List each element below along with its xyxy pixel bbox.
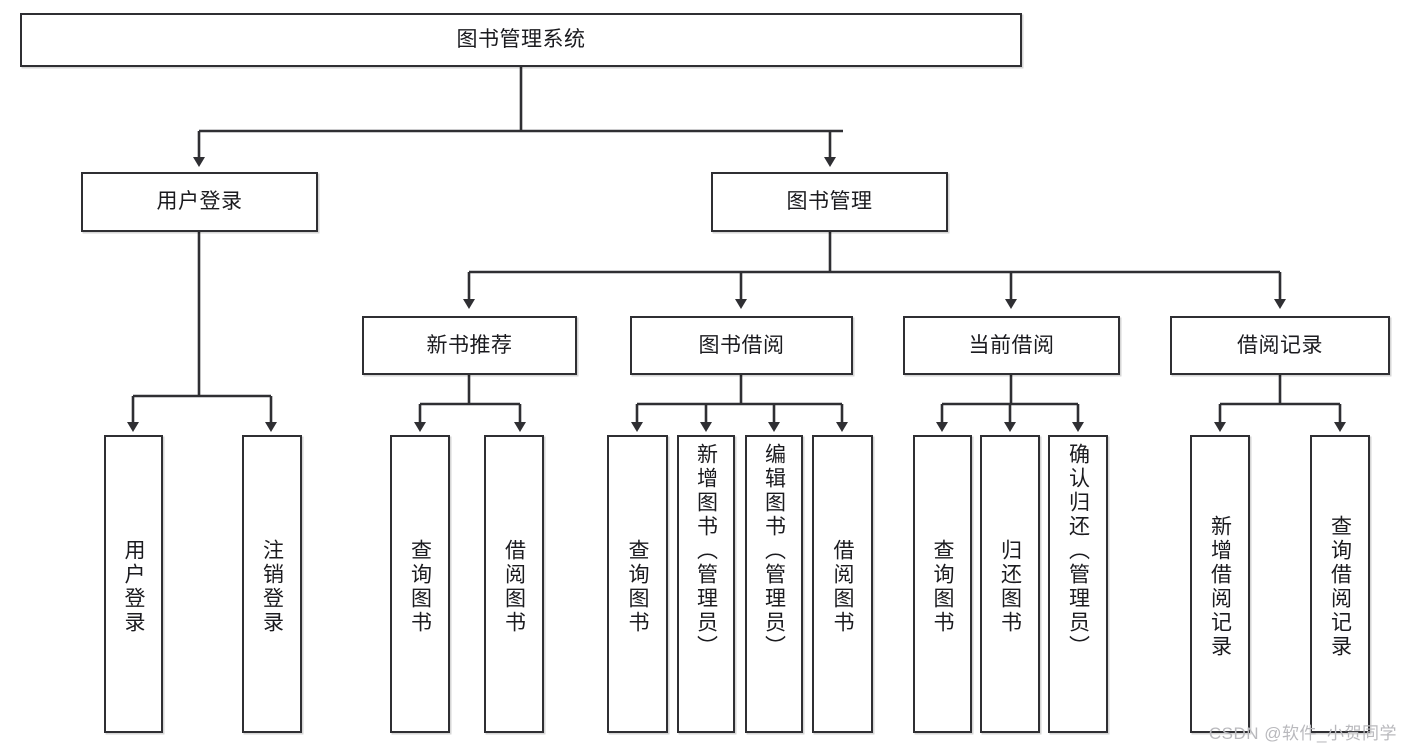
- csdn-watermark: CSDN @软件_小贺同学: [1208, 724, 1397, 743]
- node-label: 新增图书（管理员）: [694, 443, 718, 659]
- node-label: 当前借阅: [968, 333, 1055, 357]
- node-label: 借阅图书: [502, 539, 526, 635]
- node-book-management[interactable]: 图书管理: [711, 172, 948, 232]
- leaf-book-borrow-edit-book-admin[interactable]: 编辑图书（管理员）: [745, 435, 803, 733]
- node-label: 借阅记录: [1237, 333, 1323, 357]
- node-label: 用户登录: [122, 539, 145, 635]
- leaf-new-book-query-book[interactable]: 查询图书: [390, 435, 450, 733]
- leaf-current-borrow-query-book[interactable]: 查询图书: [913, 435, 972, 733]
- node-label: 用户登录: [156, 190, 243, 214]
- leaf-user-login-login[interactable]: 用户登录: [104, 435, 163, 733]
- node-label: 查询图书: [626, 539, 649, 635]
- leaf-book-borrow-add-book-admin[interactable]: 新增图书（管理员）: [677, 435, 735, 733]
- leaf-current-borrow-confirm-return-admin[interactable]: 确认归还（管理员）: [1048, 435, 1108, 733]
- node-label: 查询图书: [931, 539, 954, 635]
- leaf-user-login-logout[interactable]: 注销登录: [242, 435, 302, 733]
- leaf-book-borrow-borrow-book[interactable]: 借阅图书: [812, 435, 873, 733]
- node-label: 新增借阅记录: [1208, 515, 1232, 659]
- leaf-new-book-borrow-book[interactable]: 借阅图书: [484, 435, 544, 733]
- node-label: 归还图书: [998, 539, 1022, 635]
- node-current-borrow[interactable]: 当前借阅: [903, 316, 1120, 375]
- node-new-book-recommend[interactable]: 新书推荐: [362, 316, 577, 375]
- node-label: 确认归还（管理员）: [1066, 443, 1090, 659]
- leaf-borrow-record-add-record[interactable]: 新增借阅记录: [1190, 435, 1250, 733]
- node-label: 查询借阅记录: [1328, 515, 1352, 659]
- leaf-borrow-record-query-record[interactable]: 查询借阅记录: [1310, 435, 1370, 733]
- node-root-book-management-system[interactable]: 图书管理系统: [20, 13, 1022, 67]
- node-label: 查询图书: [408, 539, 432, 635]
- node-user-login[interactable]: 用户登录: [81, 172, 318, 232]
- leaf-book-borrow-query-book[interactable]: 查询图书: [607, 435, 668, 733]
- node-label: 借阅图书: [831, 539, 854, 635]
- leaf-current-borrow-return-book[interactable]: 归还图书: [980, 435, 1040, 733]
- node-label: 注销登录: [260, 539, 284, 635]
- node-label: 图书借阅: [698, 333, 785, 357]
- node-borrow-record[interactable]: 借阅记录: [1170, 316, 1390, 375]
- node-book-borrow[interactable]: 图书借阅: [630, 316, 853, 375]
- node-label: 图书管理系统: [456, 28, 586, 52]
- node-label: 图书管理: [786, 190, 873, 214]
- node-label: 编辑图书（管理员）: [762, 443, 786, 659]
- node-label: 新书推荐: [426, 333, 513, 357]
